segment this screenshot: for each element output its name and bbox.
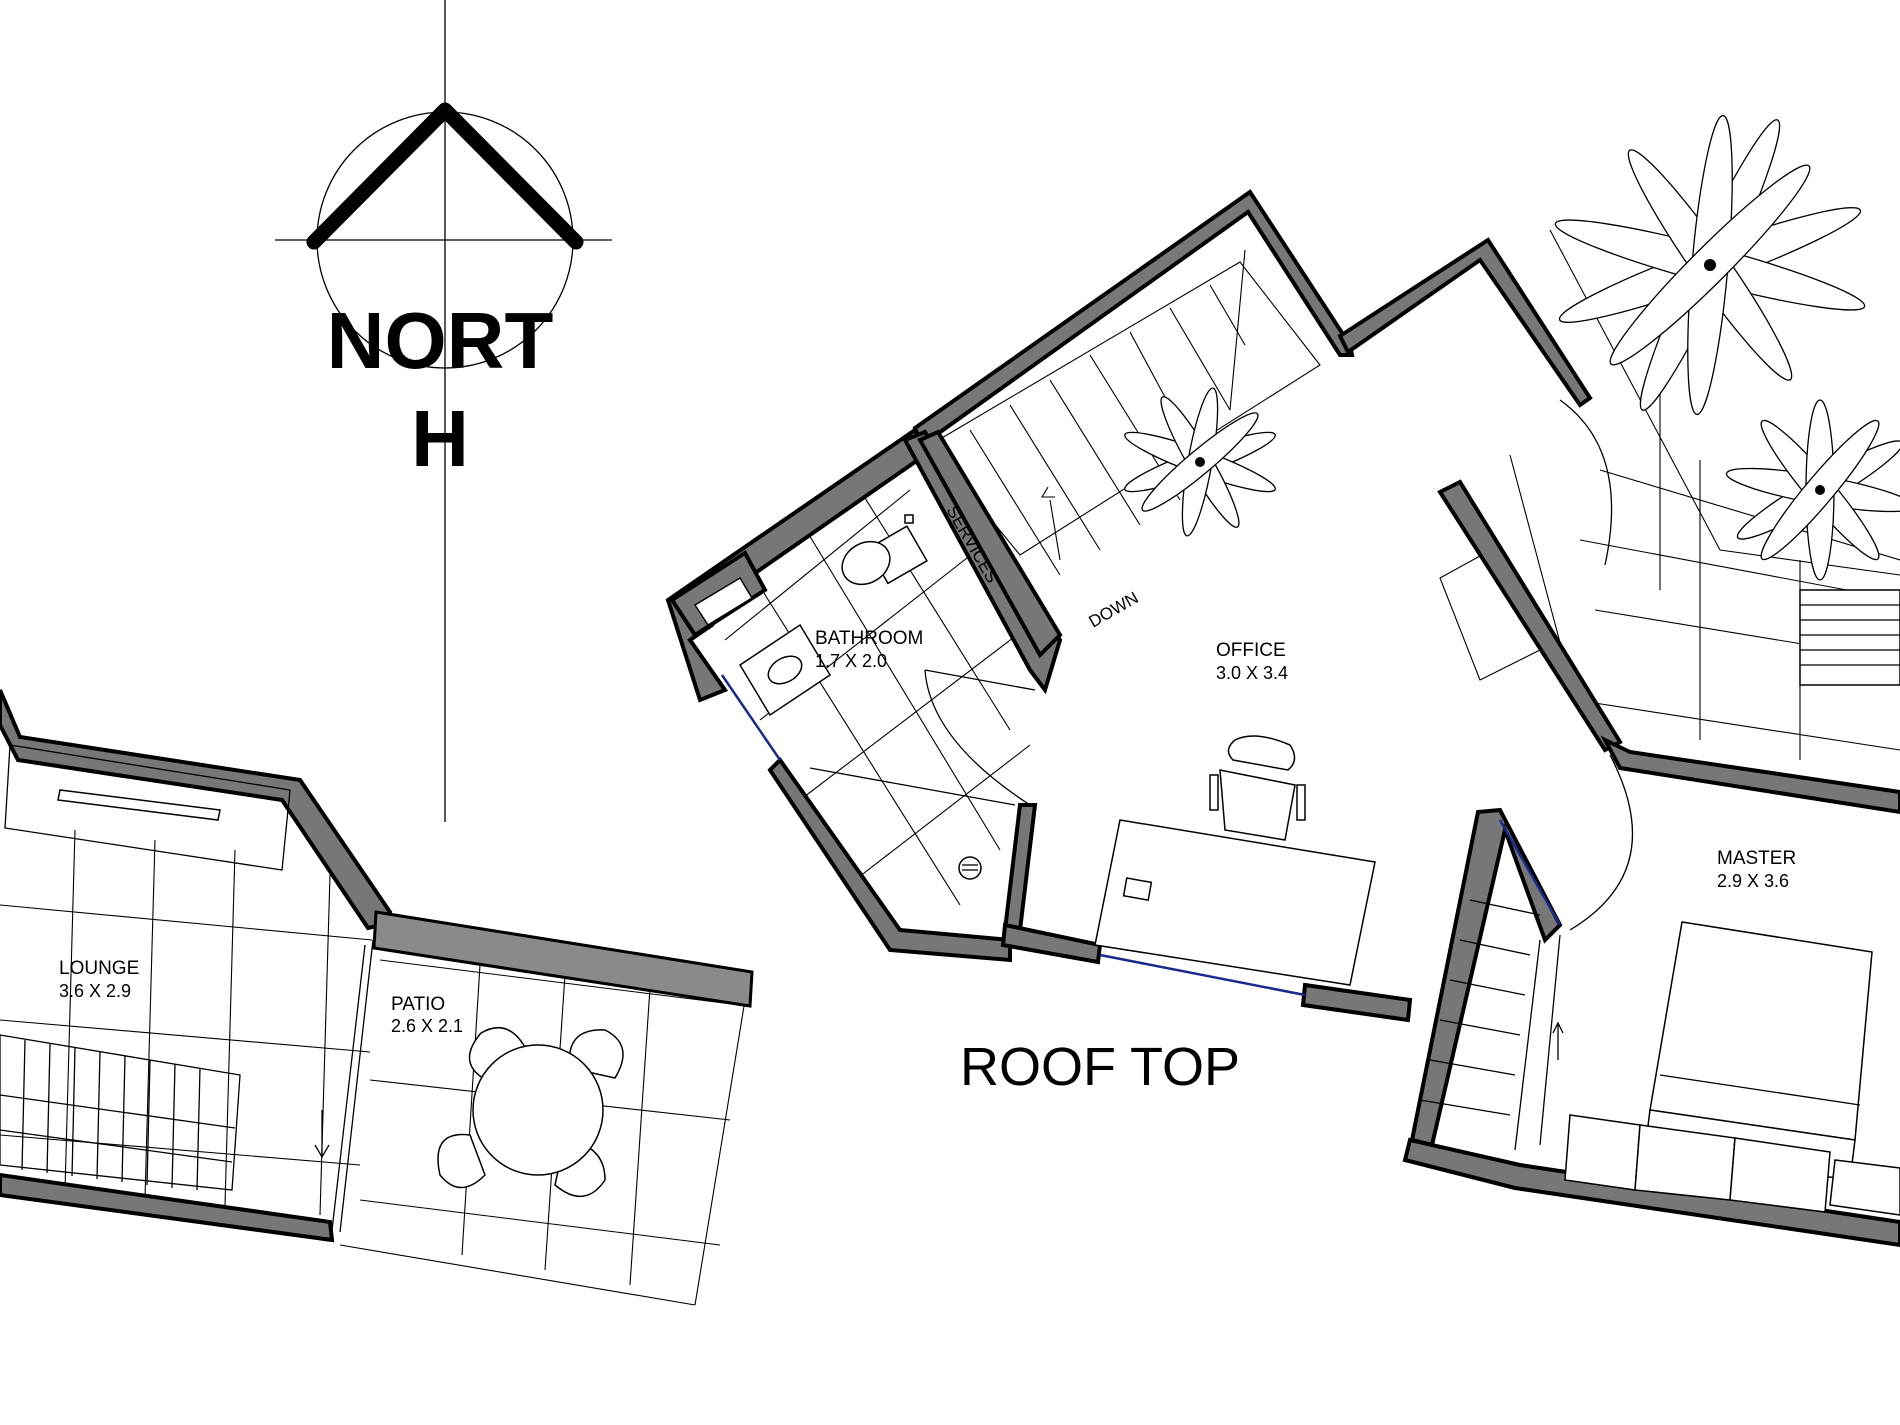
master-size: 2.9 X 3.6 [1717, 871, 1789, 891]
patio-table-set [437, 1026, 624, 1198]
bath-cabinet-inner [693, 576, 754, 627]
lounge-patio-door-track [331, 944, 366, 1231]
master-west-wall-upper [1437, 479, 1623, 753]
bathroom-name: BATHROOM [815, 628, 923, 649]
lounge-name: LOUNGE [59, 958, 139, 979]
patio-size: 2.6 X 2.1 [391, 1016, 463, 1036]
lounge-patio-block: LOUNGE 3.6 X 2.9 PATIO 2.6 X 2.1 [0, 689, 754, 1306]
office-desk [1094, 819, 1376, 986]
master-block: MASTER 2.9 X 3.6 [1402, 114, 1900, 1248]
bath-window [720, 674, 782, 761]
patio-name: PATIO [391, 994, 445, 1015]
bathroom-size: 1.7 X 2.0 [815, 651, 887, 671]
master-north-wall [1600, 735, 1900, 815]
north-arrow: NORT H [275, 0, 612, 822]
lounge-sideboard [4, 744, 291, 871]
stair-north-wall [912, 189, 1355, 449]
north-label-line1: NORT [327, 296, 554, 385]
north-label-line2: H [411, 394, 469, 483]
bath-shower-drain [958, 856, 982, 880]
terrace-bench [1799, 589, 1900, 686]
stairs-down-label: DOWN [1086, 588, 1142, 631]
lounge-sofa [0, 1034, 241, 1191]
office-size: 3.0 X 3.4 [1216, 663, 1288, 683]
lounge-door-arrow-head [314, 1144, 330, 1159]
lounge-floor-tiles [0, 829, 373, 1216]
plan-title: ROOF TOP [960, 1037, 1240, 1097]
office-northeast-wall [1337, 237, 1593, 408]
office-name: OFFICE [1216, 640, 1286, 661]
shower-screen [809, 767, 1016, 806]
office-window [1099, 953, 1306, 997]
master-wardrobe-shelves [1419, 899, 1541, 1151]
stair-plant-icon [1124, 387, 1276, 537]
terrace-plant-large-icon [1554, 114, 1866, 416]
bath-shower-wall [1002, 803, 1038, 932]
office-chair [1209, 735, 1306, 841]
master-door-leaf [1539, 934, 1561, 1146]
main-block: BATHROOM 1.7 X 2.0 OFFICE 3.0 X 3.4 SERV… [665, 189, 1593, 1023]
bath-door-leaf [924, 669, 1036, 691]
bath-basin [738, 623, 832, 717]
bath-door-swing [924, 669, 1031, 806]
patio-round-table [472, 1044, 604, 1176]
patio-north-wall [372, 910, 754, 1008]
master-wardrobe-wall [1409, 807, 1563, 1148]
office-south-wall-east [1300, 982, 1413, 1023]
north-arrow-chevron [306, 102, 584, 250]
master-door-swing [1569, 754, 1634, 931]
lounge-south-wall [0, 1172, 335, 1243]
terrace-plant-small-icon [1725, 399, 1900, 581]
bath-south-wall [767, 756, 1012, 963]
master-bed [1564, 921, 1900, 1216]
master-name: MASTER [1717, 848, 1796, 869]
services-wall [917, 429, 1063, 659]
bath-toilet [841, 514, 928, 586]
lounge-patio-partition [339, 939, 374, 1233]
master-door-arrow-head [1552, 1021, 1564, 1034]
lounge-tv [57, 789, 221, 821]
lounge-size: 3.6 X 2.9 [59, 981, 131, 1001]
office-south-wall [1000, 922, 1103, 965]
master-door-frame [1498, 819, 1562, 926]
